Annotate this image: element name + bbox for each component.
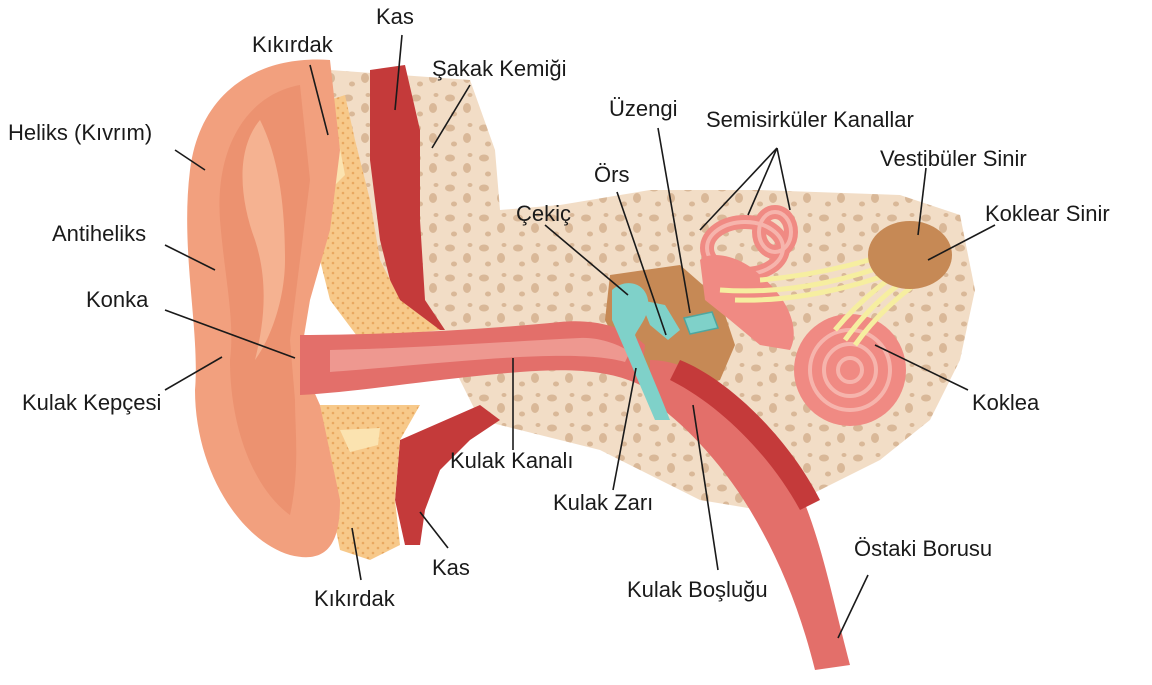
label-kikirdak-top: Kıkırdak	[252, 32, 334, 57]
label-kulak-kepcesi: Kulak Kepçesi	[22, 390, 161, 415]
label-heliks: Heliks (Kıvrım)	[8, 120, 152, 145]
nerve-bundle	[868, 221, 952, 289]
label-koklear: Koklear Sinir	[985, 201, 1110, 226]
label-kikirdak-bottom: Kıkırdak	[314, 586, 396, 611]
label-kulak-boslugu: Kulak Boşluğu	[627, 577, 768, 602]
label-cekic: Çekiç	[516, 201, 571, 226]
label-uzengi: Üzengi	[609, 96, 677, 121]
label-vestibuler: Vestibüler Sinir	[880, 146, 1027, 171]
label-konka: Konka	[86, 287, 149, 312]
label-ors: Örs	[594, 162, 629, 187]
label-kulak-zari: Kulak Zarı	[553, 490, 653, 515]
label-ostaki: Östaki Borusu	[854, 536, 992, 561]
muscle-bottom	[395, 405, 500, 545]
label-kas-top: Kas	[376, 4, 414, 29]
label-kulak-kanali: Kulak Kanalı	[450, 448, 574, 473]
label-sakak-kemigi: Şakak Kemiği	[432, 56, 567, 81]
label-kas-bottom: Kas	[432, 555, 470, 580]
label-koklea: Koklea	[972, 390, 1040, 415]
label-semisirkuler: Semisirküler Kanallar	[706, 107, 914, 132]
label-antiheliks: Antiheliks	[52, 221, 146, 246]
